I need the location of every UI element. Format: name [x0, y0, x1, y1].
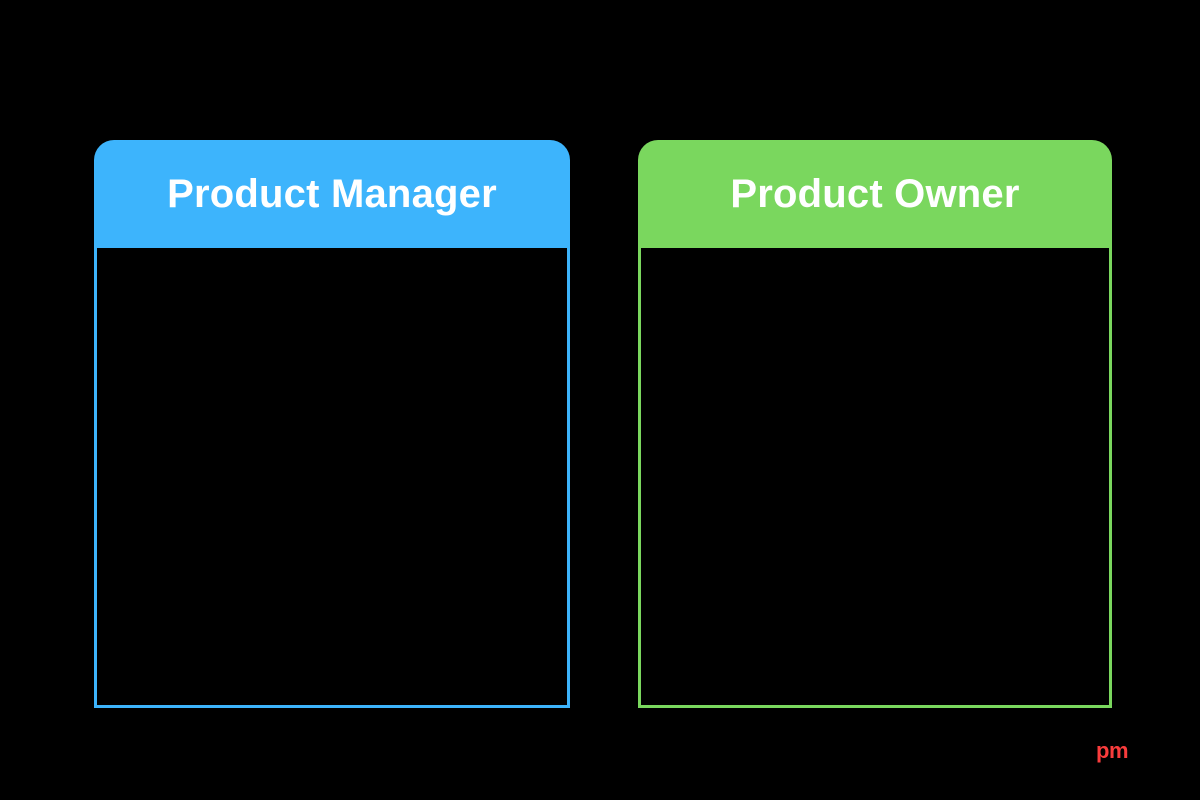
comparison-card-product-manager[interactable]: Product Manager [94, 140, 570, 708]
card-body-product-owner [638, 248, 1112, 708]
card-title-product-manager: Product Manager [167, 172, 497, 216]
card-header-product-owner: Product Owner [638, 140, 1112, 248]
card-body-product-manager [94, 248, 570, 708]
card-title-product-owner: Product Owner [730, 172, 1020, 216]
card-header-product-manager: Product Manager [94, 140, 570, 248]
comparison-card-product-owner[interactable]: Product Owner [638, 140, 1112, 708]
watermark-logo: pm [1096, 738, 1129, 763]
